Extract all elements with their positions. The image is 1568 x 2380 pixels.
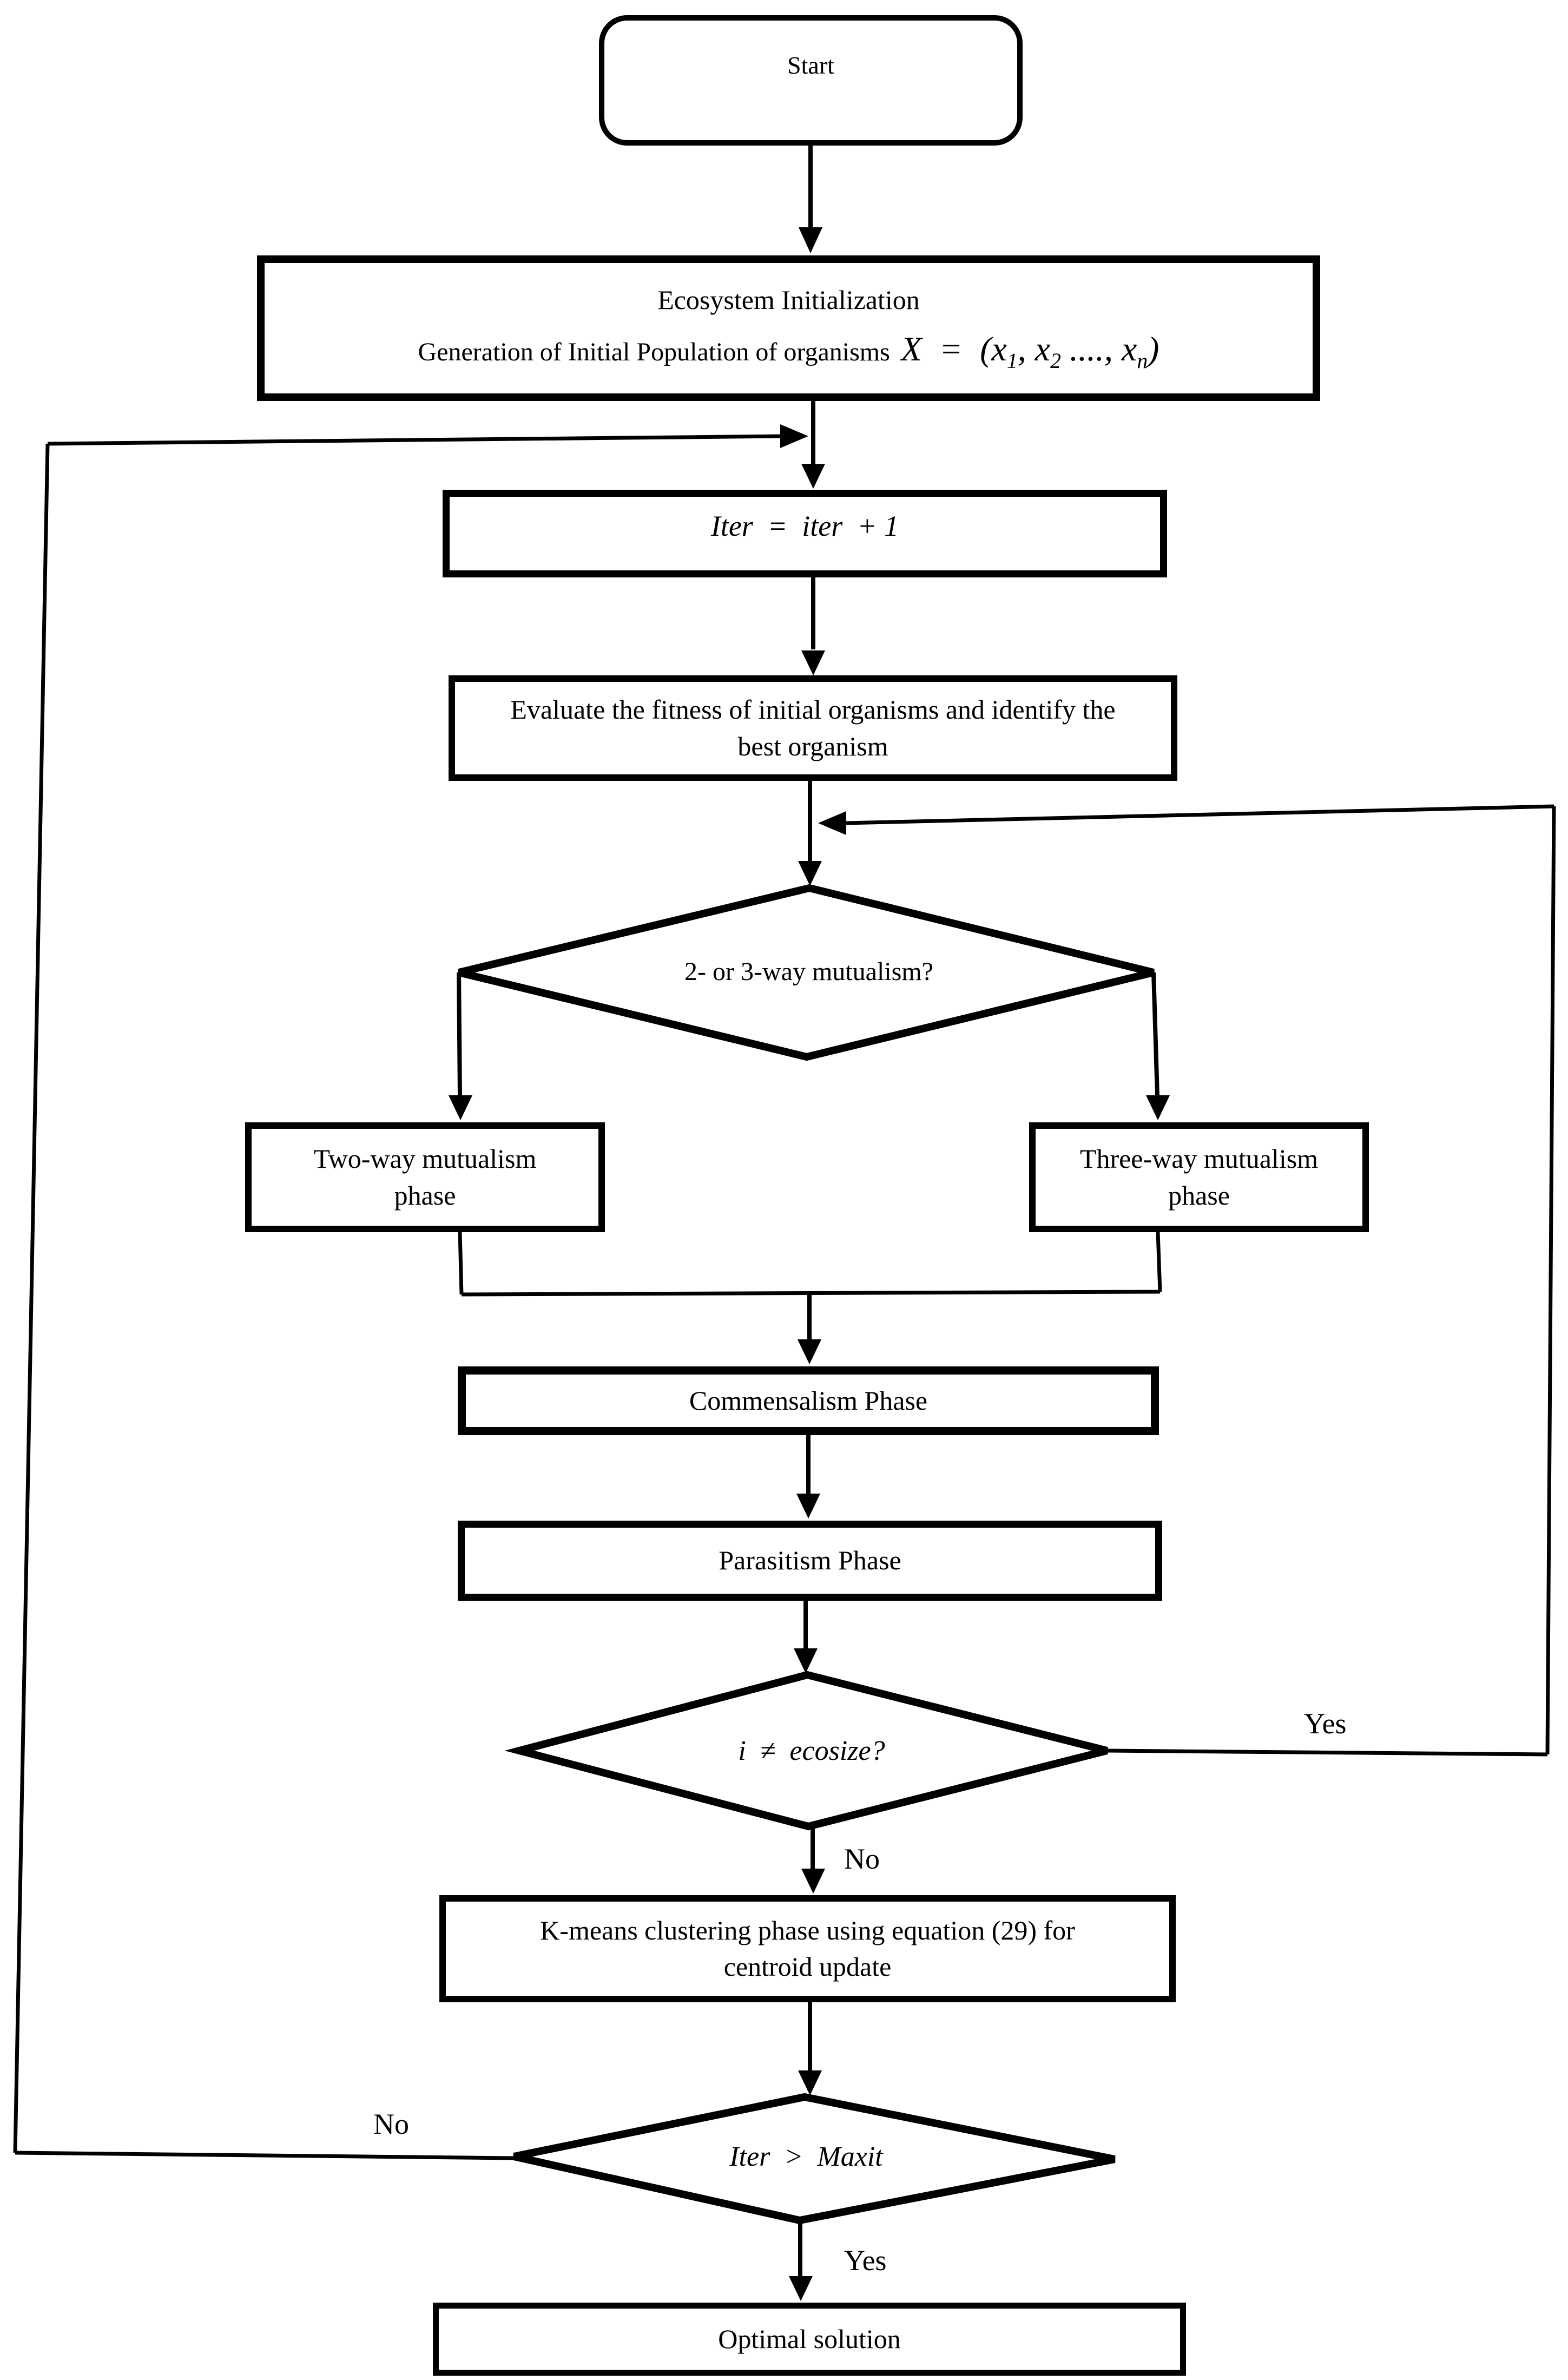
arrowhead-into-two-way (449, 1095, 472, 1120)
three-way-mutualism-node: Three-way mutualism phase (1029, 1122, 1369, 1232)
arrowhead-into-three-way (1146, 1095, 1170, 1120)
arrowhead-into-ecosize-decision (794, 1648, 818, 1673)
arrowhead-into-evaluate (801, 650, 825, 675)
line-maxit-no-horizontal (15, 2151, 516, 2160)
arrow-decision-to-two-way (457, 972, 462, 1097)
arrowhead-into-iteration (801, 464, 825, 489)
ecosystem-subtitle: Generation of Initial Population of orga… (418, 338, 890, 367)
evaluate-label-line1: Evaluate the fitness of initial organism… (510, 694, 1116, 725)
commensalism-node: Commensalism Phase (458, 1366, 1159, 1435)
edge-label-ecosize-yes: Yes (1304, 1707, 1347, 1740)
arrowhead-into-maxit-decision (798, 2070, 822, 2095)
arrowhead-right-loop-junction (818, 811, 846, 835)
iteration-counter-node: Iter = iter + 1 (443, 490, 1167, 577)
parasitism-label: Parasitism Phase (719, 1545, 901, 1576)
maxit-decision-shape (513, 2093, 1116, 2225)
start-label: Start (787, 51, 834, 79)
commensalism-label: Commensalism Phase (689, 1385, 928, 1416)
kmeans-label-line2: centroid update (723, 1951, 892, 1982)
ecosize-decision-shape (504, 1671, 1108, 1831)
kmeans-clustering-node: K-means clustering phase using equation … (439, 1895, 1176, 2002)
ecosystem-formula: X = (x1, x2 ...., xn) (900, 330, 1159, 373)
iteration-label: Iter = iter + 1 (710, 509, 899, 542)
line-left-loop-vertical (13, 443, 50, 2153)
maxit-decision-label: Iter > Maxit (729, 2141, 883, 2172)
optimal-label: Optimal solution (718, 2323, 901, 2354)
two-way-mutualism-node: Two-way mutualism phase (245, 1122, 605, 1232)
line-merge-horizontal (461, 1290, 1161, 1297)
optimal-solution-node: Optimal solution (433, 2303, 1186, 2376)
ecosystem-subtitle-row: Generation of Initial Population of orga… (418, 326, 1159, 372)
arrowhead-into-mutualism-decision (798, 861, 822, 886)
ecosystem-title: Ecosystem Initialization (657, 285, 920, 315)
line-right-loop-return (845, 804, 1554, 825)
arrowhead-into-parasitism (796, 1494, 820, 1518)
line-ecosize-yes-horizontal (1106, 1748, 1548, 1757)
arrowhead-left-loop-junction (780, 424, 808, 448)
line-right-loop-vertical (1545, 806, 1556, 1755)
arrow-decision-to-three-way (1151, 972, 1159, 1097)
edge-label-maxit-yes: Yes (844, 2244, 887, 2277)
kmeans-label-line1: K-means clustering phase using equation … (540, 1915, 1075, 1945)
two-way-label-line2: phase (394, 1180, 456, 1211)
arrowhead-into-kmeans (801, 1869, 825, 1894)
edge-label-ecosize-no: No (844, 1843, 880, 1875)
ecosize-decision-label: i ≠ ecosize? (738, 1735, 885, 1766)
evaluate-fitness-node: Evaluate the fitness of initial organism… (449, 675, 1177, 781)
ecosystem-init-node: Ecosystem Initialization Generation of I… (257, 255, 1320, 401)
edge-label-maxit-no: No (373, 2108, 409, 2140)
line-three-way-exit (1156, 1232, 1162, 1292)
arrowhead-into-ecosystem (799, 227, 822, 253)
mutualism-decision-label: 2- or 3-way mutualism? (684, 957, 933, 986)
arrowhead-into-optimal (789, 2276, 813, 2301)
three-way-label-line1: Three-way mutualism (1079, 1143, 1319, 1174)
evaluate-label-line2: best organism (737, 731, 888, 761)
two-way-label-line1: Two-way mutualism (313, 1143, 537, 1174)
mutualism-decision-shape (458, 884, 1155, 1061)
line-left-loop-return (47, 434, 784, 446)
start-node: Start (599, 15, 1023, 146)
three-way-label-line2: phase (1168, 1180, 1230, 1211)
line-two-way-exit (458, 1232, 464, 1295)
parasitism-node: Parasitism Phase (458, 1521, 1162, 1601)
arrowhead-into-commensalism (798, 1339, 821, 1364)
